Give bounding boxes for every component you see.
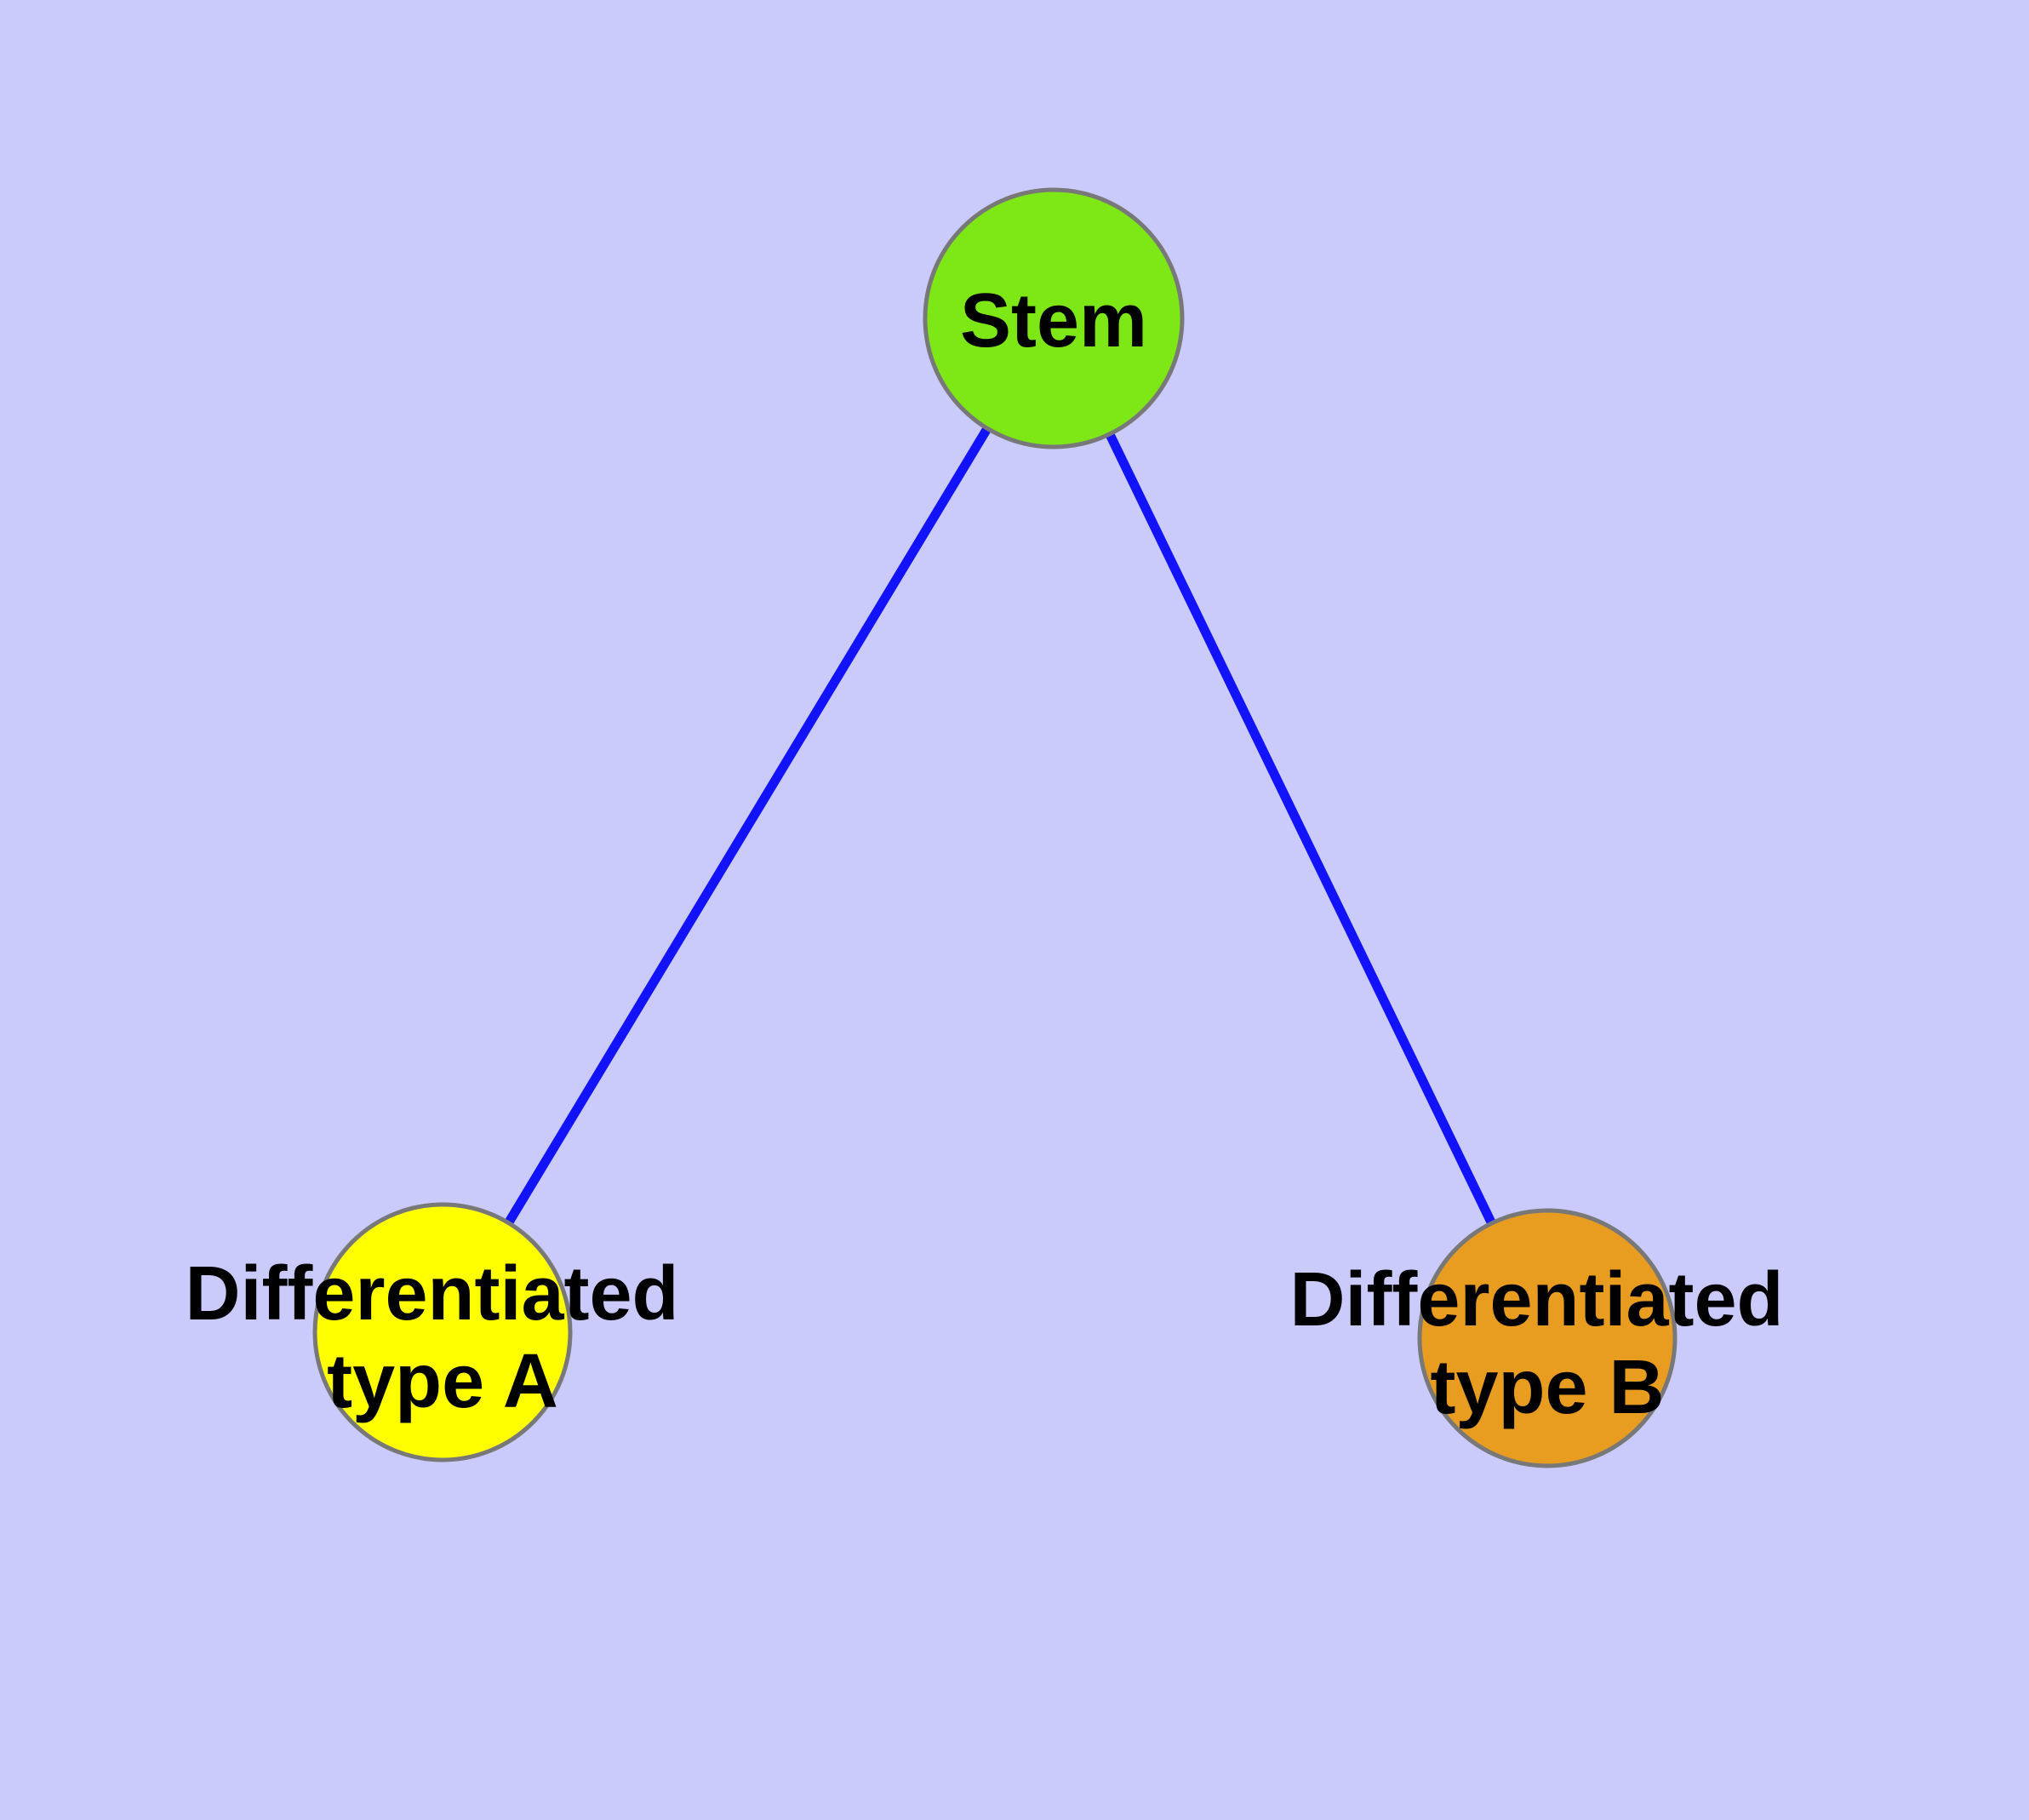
type-b-node-label: Differentiated type B [1289, 1257, 1804, 1430]
type-a-label-line-2: type A [327, 1339, 558, 1424]
type-b-label-line-2: type B [1430, 1345, 1664, 1430]
type-a-label-line-1: Differentiated [185, 1251, 678, 1336]
edge-stem-to-type-b [1049, 316, 1552, 1341]
edge-stem-to-type-a [438, 316, 1058, 1335]
type-a-node-circle [312, 1202, 573, 1462]
stem-node-label: Stem [960, 278, 1147, 363]
type-a-node-label: Differentiated type A [185, 1251, 700, 1424]
type-b-label-line-1: Differentiated [1289, 1257, 1783, 1342]
stem-node-circle [923, 187, 1185, 449]
type-b-node-circle [1417, 1208, 1677, 1468]
